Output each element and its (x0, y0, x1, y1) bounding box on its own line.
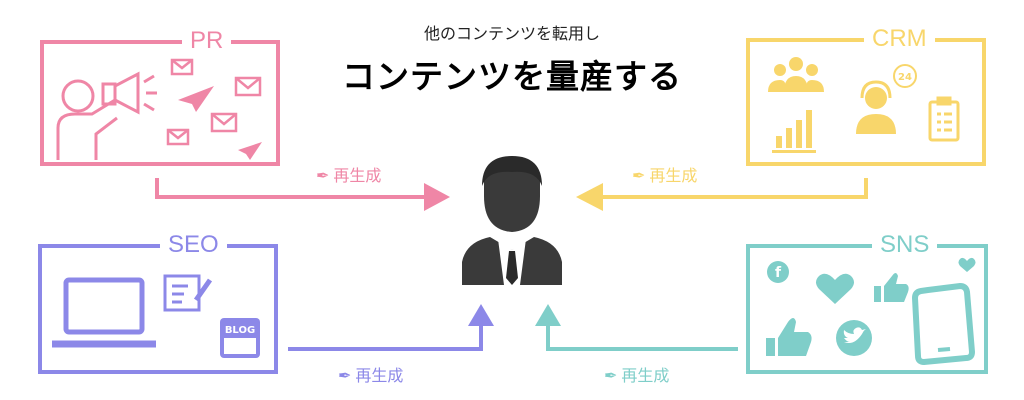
crm-badge-text: 24 (898, 72, 912, 83)
smartphone-icon (911, 282, 976, 366)
feather-pen-icon: ✒ (316, 166, 330, 185)
crm-regen-label: ✒再生成 (632, 166, 697, 186)
sns-box (746, 244, 988, 374)
sns-regen-text: 再生成 (621, 366, 670, 385)
heart-icon (816, 257, 976, 304)
twitter-icon (836, 320, 872, 356)
sns-box-label: SNS (872, 232, 938, 258)
sns-regen-label: ✒再生成 (604, 366, 669, 386)
pr-box (40, 40, 280, 166)
laptop-icon (52, 277, 156, 348)
blog-badge-text: BLOG (225, 325, 255, 336)
pr-regen-text: 再生成 (333, 166, 382, 185)
thumbs-up-icon (766, 273, 909, 356)
facebook-icon: f (767, 261, 789, 283)
team-icon (768, 57, 824, 92)
crm-box-label: CRM (864, 26, 935, 52)
seo-regen-text: 再生成 (355, 366, 404, 385)
crm-regen-text: 再生成 (649, 166, 698, 185)
feather-pen-icon: ✒ (632, 166, 646, 185)
crm-arrow (576, 178, 868, 211)
presenter-megaphone-icon (56, 71, 157, 160)
pr-regen-label: ✒再生成 (316, 166, 381, 186)
seo-arrow (288, 304, 494, 351)
mail-icon (166, 58, 262, 146)
page-title: コンテンツを量産する (342, 57, 682, 96)
seo-box-label: SEO (160, 232, 227, 258)
pr-box-label: PR (182, 28, 232, 54)
clipboard-icon (928, 96, 960, 142)
seo-box (38, 244, 278, 374)
businessman-icon (462, 156, 562, 285)
blog-icon: BLOG (220, 318, 260, 358)
subtitle: 他のコンテンツを転用し (423, 24, 600, 43)
seo-regen-label: ✒再生成 (338, 366, 403, 386)
feather-pen-icon: ✒ (338, 366, 352, 385)
sns-arrow (535, 304, 738, 351)
support-agent-24-icon: 24 (856, 64, 917, 134)
paper-plane-icon (178, 86, 262, 160)
bar-chart-icon (772, 110, 816, 153)
feather-pen-icon: ✒ (604, 366, 618, 385)
pr-arrow (155, 178, 450, 211)
svg-text:f: f (775, 265, 782, 281)
edit-note-icon (163, 274, 213, 312)
